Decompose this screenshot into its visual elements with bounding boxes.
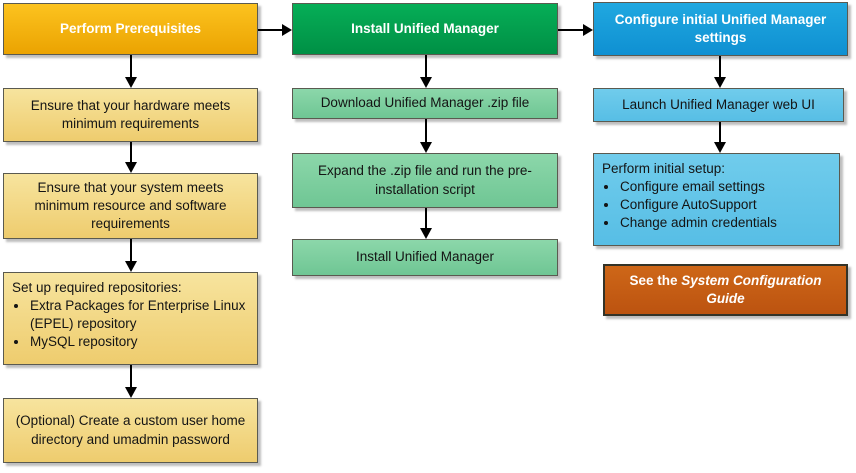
arrow-shaft	[424, 119, 427, 142]
list-item: Change admin credentials	[619, 214, 831, 232]
arrow-shaft	[129, 55, 132, 77]
arrow-head	[419, 77, 432, 88]
initial-setup-list: Configure email settings Configure AutoS…	[602, 178, 831, 232]
arrow-shaft	[558, 28, 583, 31]
header-label: Configure initial Unified Manager settin…	[614, 11, 827, 45]
arrow-head	[282, 23, 292, 36]
header-label: Perform Prerequisites	[59, 20, 202, 36]
arrow-down-icon	[124, 55, 137, 88]
arrow-down-icon	[124, 365, 137, 398]
list-item: MySQL repository	[29, 333, 249, 351]
arrow-right-icon	[258, 23, 292, 36]
arrow-shaft	[129, 239, 132, 261]
arrow-down-icon	[419, 208, 432, 239]
note-system-configuration-guide: See the System Configuration Guide	[603, 264, 848, 316]
step-optional-home-directory: (Optional) Create a custom user home dir…	[3, 398, 258, 463]
step-expand-zip: Expand the .zip file and run the pre-ins…	[292, 153, 558, 208]
arrow-head	[419, 142, 432, 153]
list-item: Configure AutoSupport	[619, 196, 831, 214]
step-hardware-requirements: Ensure that your hardware meets minimum …	[3, 88, 258, 142]
arrow-shaft	[258, 28, 282, 31]
step-label: (Optional) Create a custom user home dir…	[15, 413, 246, 447]
step-label: Ensure that your system meets minimum re…	[34, 179, 227, 232]
arrow-shaft	[718, 56, 721, 77]
arrow-shaft	[129, 142, 132, 162]
step-label: Install Unified Manager	[355, 249, 495, 265]
arrow-shaft	[129, 365, 132, 387]
header-install-unified-manager: Install Unified Manager	[292, 3, 558, 55]
arrow-down-icon	[713, 56, 726, 88]
step-label: Ensure that your hardware meets minimum …	[30, 97, 231, 131]
arrow-head	[124, 261, 137, 272]
header-configure-initial-settings: Configure initial Unified Manager settin…	[593, 2, 848, 56]
note-prefix: See the	[629, 272, 682, 288]
arrow-head	[713, 142, 726, 153]
step-setup-repositories: Set up required repositories: Extra Pack…	[3, 272, 258, 365]
arrow-shaft	[424, 55, 427, 77]
arrow-head	[124, 387, 137, 398]
step-label: Expand the .zip file and run the pre-ins…	[318, 163, 532, 197]
step-initial-setup: Perform initial setup: Configure email s…	[593, 153, 840, 246]
arrow-down-icon	[713, 122, 726, 153]
note-guide-title: System Configuration Guide	[681, 272, 822, 306]
step-label: Launch Unified Manager web UI	[622, 96, 815, 112]
step-system-requirements: Ensure that your system meets minimum re…	[3, 173, 258, 239]
repository-list: Extra Packages for Enterprise Linux (EPE…	[12, 297, 249, 351]
arrow-head	[124, 77, 137, 88]
arrow-right-icon	[558, 23, 593, 36]
arrow-head	[419, 228, 432, 239]
step-launch-web-ui: Launch Unified Manager web UI	[593, 88, 844, 122]
note-text: See the System Configuration Guide	[613, 272, 838, 308]
list-item: Configure email settings	[619, 178, 831, 196]
arrow-head	[583, 23, 593, 36]
arrow-down-icon	[419, 119, 432, 153]
step-install-unified-manager: Install Unified Manager	[292, 239, 558, 276]
arrow-down-icon	[124, 142, 137, 173]
step-download-zip: Download Unified Manager .zip file	[292, 88, 558, 119]
step-title: Set up required repositories:	[12, 280, 182, 295]
arrow-down-icon	[124, 239, 137, 272]
header-perform-prerequisites: Perform Prerequisites	[3, 3, 258, 55]
arrow-head	[713, 77, 726, 88]
arrow-shaft	[718, 122, 721, 142]
header-label: Install Unified Manager	[351, 20, 499, 36]
arrow-down-icon	[419, 55, 432, 88]
arrow-shaft	[424, 208, 427, 228]
step-label: Download Unified Manager .zip file	[320, 95, 530, 111]
step-title: Perform initial setup:	[602, 161, 726, 176]
arrow-head	[124, 162, 137, 173]
list-item: Extra Packages for Enterprise Linux (EPE…	[29, 297, 249, 333]
